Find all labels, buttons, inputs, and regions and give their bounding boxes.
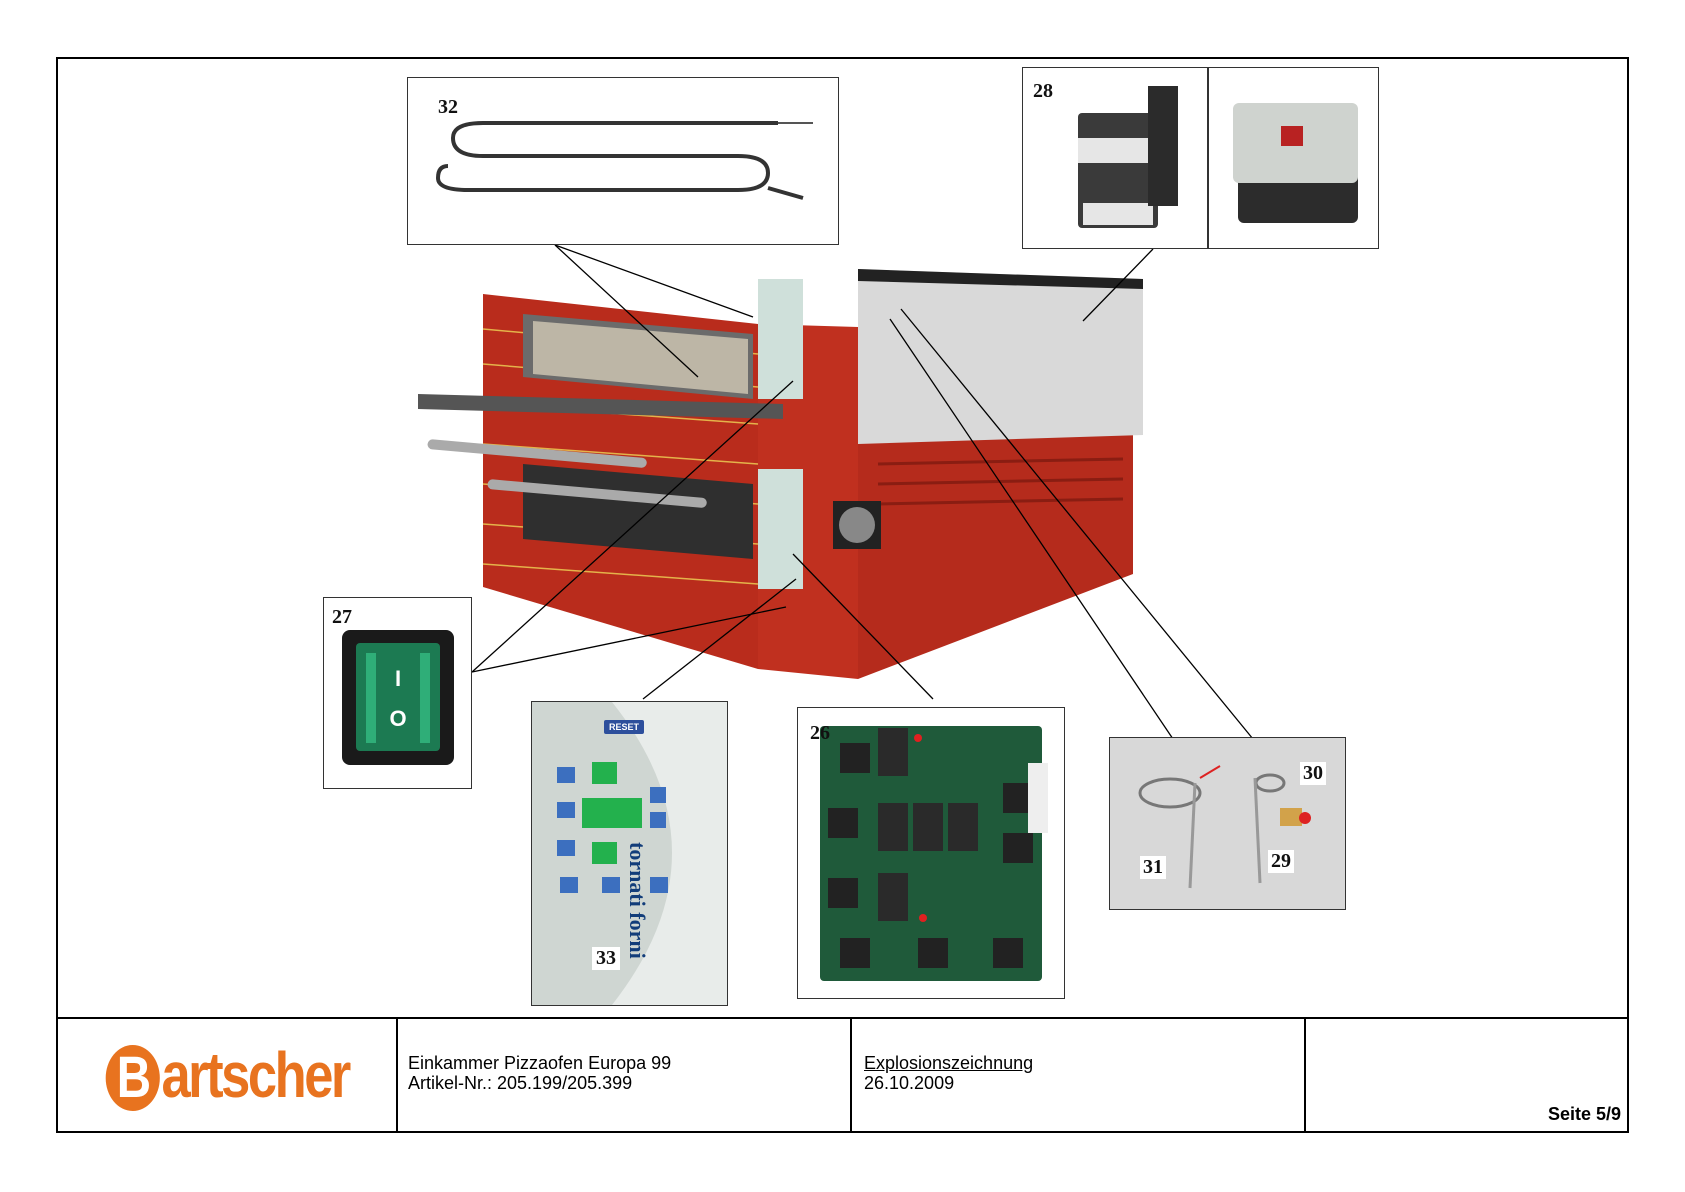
product-description: Einkammer Pizzaofen Europa 99 Artikel-Nr… xyxy=(398,1019,852,1131)
callout-26: 26 xyxy=(810,722,830,745)
callout-28: 28 xyxy=(1033,80,1053,103)
callout-27: 27 xyxy=(332,606,352,629)
callout-33: 33 xyxy=(592,947,620,970)
drawing-sheet: 32 28 27 I O xyxy=(56,57,1629,1133)
part-contactor: 28 xyxy=(1022,67,1379,249)
callout-29: 29 xyxy=(1268,850,1294,873)
svg-text:I: I xyxy=(395,666,401,691)
logo-text: artscher xyxy=(161,1039,348,1111)
part-rocker-switch: 27 I O xyxy=(323,597,472,789)
document-date: 26.10.2009 xyxy=(864,1073,1304,1093)
document-info: Explosionszeichnung 26.10.2009 xyxy=(852,1019,1306,1131)
page-cell: Seite 5/9 xyxy=(1306,1019,1627,1131)
article-number: Artikel-Nr.: 205.199/205.399 xyxy=(408,1073,850,1093)
part-pcb: 26 xyxy=(797,707,1065,999)
page-number: Seite 5/9 xyxy=(1548,1104,1621,1125)
part-heating-element: 32 xyxy=(407,77,839,245)
pcb-graphic xyxy=(798,708,1064,998)
part-control-panel: RESET tornati forni 33 xyxy=(531,701,728,1006)
reset-label: RESET xyxy=(604,720,644,734)
heating-element-icon xyxy=(408,78,838,244)
contactor-icon xyxy=(1023,68,1378,248)
callout-31: 31 xyxy=(1140,856,1166,879)
svg-text:O: O xyxy=(389,706,406,731)
callout-30: 30 xyxy=(1300,762,1326,785)
panel-brand-text: tornati forni xyxy=(624,842,650,959)
product-name: Einkammer Pizzaofen Europa 99 xyxy=(408,1053,850,1073)
document-type: Explosionszeichnung xyxy=(864,1053,1304,1073)
part-sensors: 31 29 30 xyxy=(1109,737,1346,910)
oven-body xyxy=(418,269,1143,679)
callout-32: 32 xyxy=(438,96,458,119)
